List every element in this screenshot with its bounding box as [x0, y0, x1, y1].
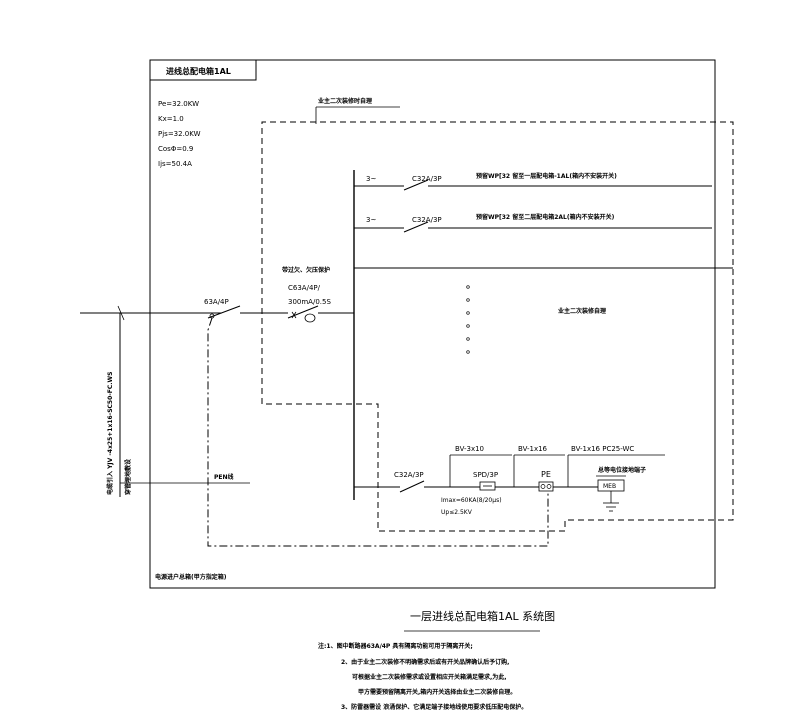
- pe-return-path: [207, 317, 549, 547]
- board-title-box: [149, 59, 257, 81]
- board-title: 进线总配电箱1AL: [166, 66, 231, 76]
- param-pjs: Pjs=32.0KW: [158, 130, 201, 138]
- cable1-label: BV-3x10: [455, 445, 484, 453]
- param-kx: Kx=1.0: [158, 115, 184, 123]
- spd-up: Up≤2.5KV: [441, 509, 473, 516]
- meb-label: 总等电位接地端子: [598, 466, 646, 474]
- branch2-desc: 预留WP[32 留至二层配电箱2AL(箱内不安装开关): [476, 213, 615, 221]
- note-3: 可根据业主二次装修需求或设置相应开关箱满足需求,为此,: [352, 673, 507, 681]
- param-ijs: Ijs=50.4A: [158, 160, 192, 168]
- branch2-phase: 3~: [366, 216, 376, 224]
- branch2-breaker: [403, 221, 429, 233]
- incoming-cable-label: 电缆引入 YJV -4x25+1x16-SC50-FC.WS: [106, 372, 114, 495]
- param-cos: CosΦ=0.9: [158, 145, 193, 153]
- pe-label: PE: [541, 470, 551, 479]
- rcd-rating-1: C63A/4P/: [288, 284, 321, 292]
- note-2: 2、由于业主二次装修不明确需求后或有开关品牌确认后予订购,: [341, 658, 509, 666]
- reserved-note-top: 业主二次装修时自理: [318, 97, 372, 105]
- incoming-note: 穿管埋地敷设: [124, 459, 132, 495]
- reserved-note-mid: 业主二次装修自理: [558, 307, 606, 315]
- branch1-desc: 预留WP[32 留至一层配电箱-1AL(箱内不安装开关): [476, 172, 617, 180]
- branch2-breaker-label: C32A/3P: [412, 216, 442, 224]
- rcd-label: 带过欠、欠压保护: [282, 266, 330, 274]
- meb-box-label: MEB: [603, 483, 616, 490]
- spd-imax: Imax=60KA(8/20μs): [441, 497, 502, 504]
- cable2-label: BV-1x16: [518, 445, 548, 453]
- note-1: 注:1、图中断路器63A/4P 具有隔离功能可用于隔离开关;: [318, 642, 473, 650]
- branch1-breaker-label: C32A/3P: [412, 175, 442, 183]
- reserved-area-dashed: [261, 121, 734, 532]
- spd-label: SPD/3P: [473, 471, 498, 479]
- rcd-sensor-icon: [304, 313, 316, 323]
- main-breaker-contact: [207, 305, 241, 319]
- cable3-label: BV-1x16 PC25-WC: [571, 445, 634, 453]
- param-pe: Pe=32.0KW: [158, 100, 199, 108]
- board-bottom-note: 电源进户总箱(甲方指定箱): [155, 573, 227, 581]
- spd-breaker-label: C32A/3P: [394, 471, 424, 479]
- diagram-title: 一层进线总配电箱1AL 系统图: [410, 609, 555, 623]
- note-5: 3、防雷器需设 浪涌保护、它满足端子接地线使用要求低压配电保护。: [341, 703, 527, 711]
- rcd-rating-2: 300mA/0.5S: [288, 298, 331, 306]
- spd-breaker: [399, 480, 425, 493]
- branch1-breaker: [403, 179, 429, 191]
- pen-label: PEN线: [214, 473, 234, 481]
- main-breaker-label: 63A/4P: [204, 298, 229, 306]
- rcd-contact: [287, 305, 319, 319]
- board-frame: [149, 59, 716, 589]
- branch1-phase: 3~: [366, 175, 376, 183]
- note-4: 甲方需要预留隔离开关,箱内开关选择由业主二次装修自理。: [358, 688, 516, 696]
- spd-device: [479, 481, 496, 491]
